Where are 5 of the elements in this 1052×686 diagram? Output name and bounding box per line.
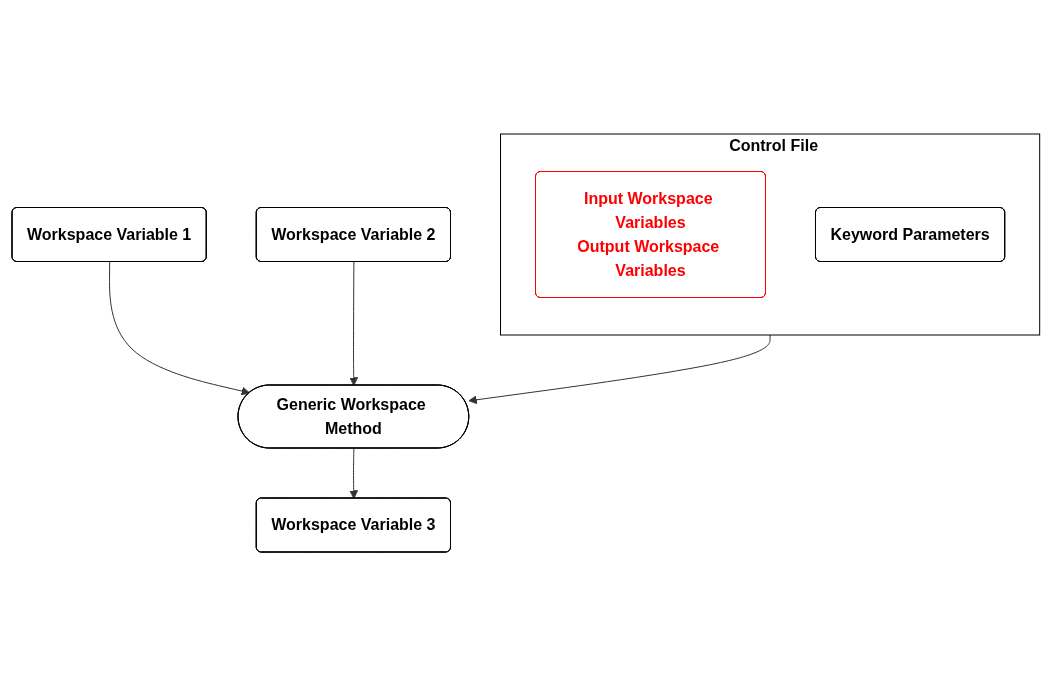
arrow: [109, 261, 251, 396]
node-text: Input Workspace Variables Output Workspace Variables: [577, 189, 720, 279]
arrow: [468, 334, 771, 405]
arrow: [349, 448, 359, 499]
arrow: [349, 261, 359, 386]
